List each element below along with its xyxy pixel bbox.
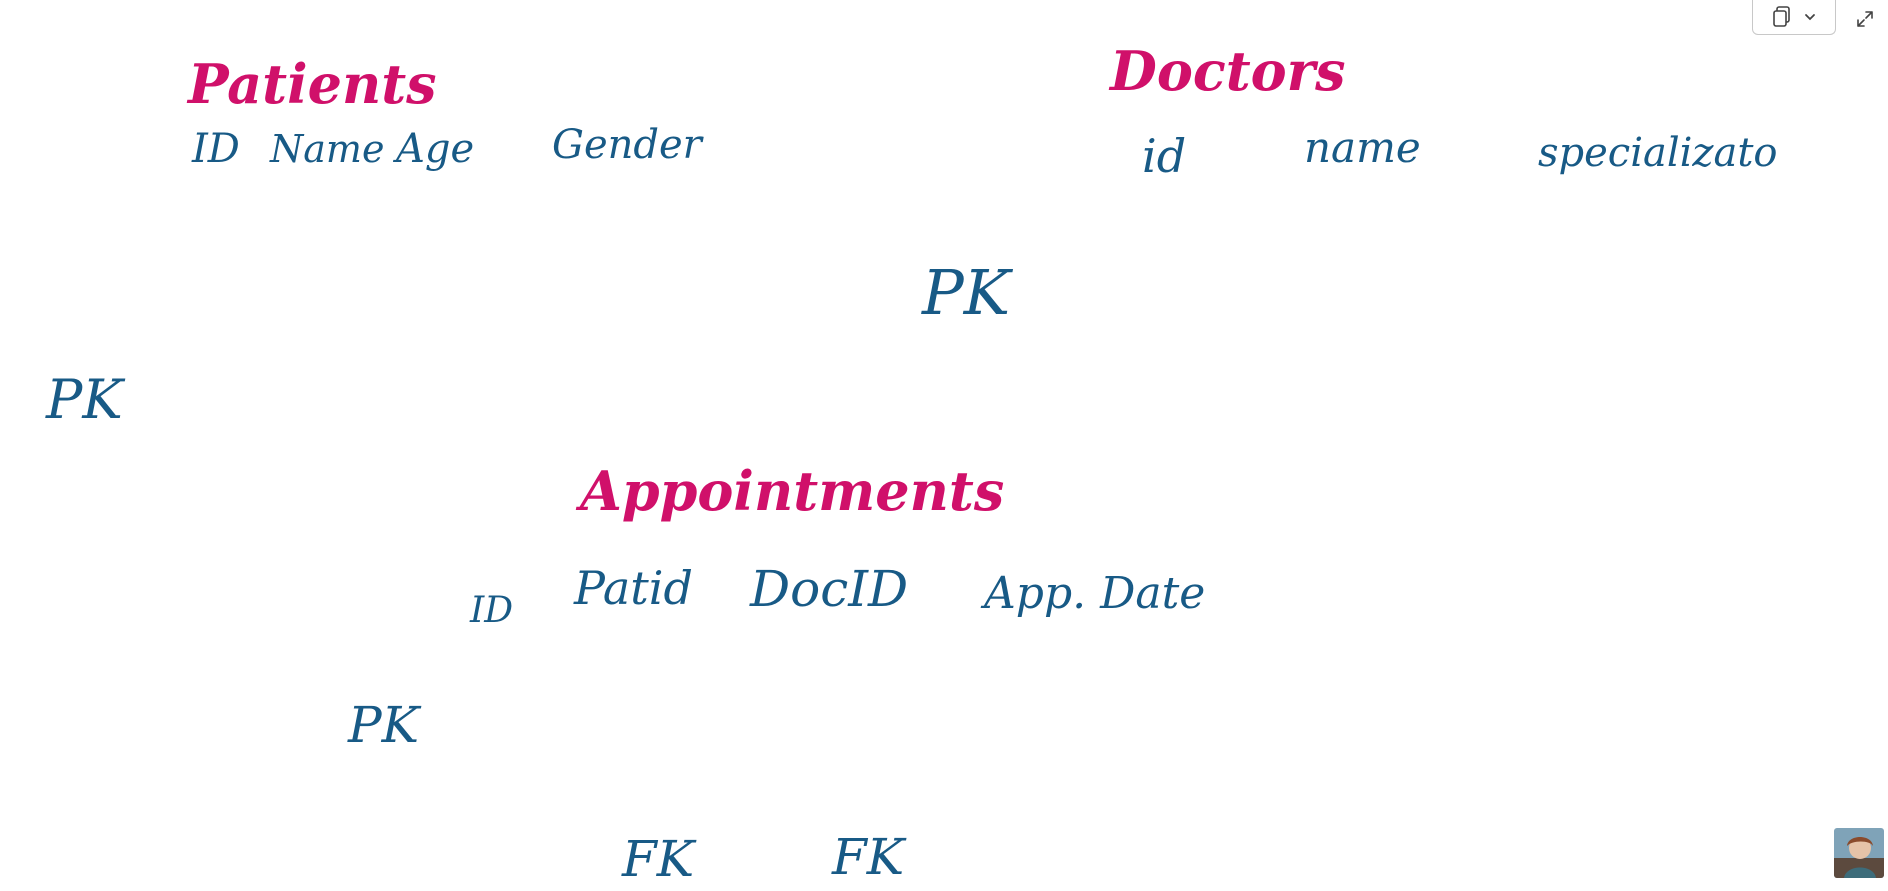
copy-icon[interactable] <box>1772 6 1792 28</box>
docid-fk-label: FK <box>831 828 907 886</box>
appointments-pk-label: PK <box>347 696 422 754</box>
canvas-toolbar <box>1752 0 1836 35</box>
expand-icon[interactable] <box>1850 4 1880 34</box>
patients-col-gender: Gender <box>552 122 705 168</box>
appointments-col-docid: DocID <box>749 560 908 618</box>
doctors-col-divider-1 <box>1263 106 1267 418</box>
doctors-table: Doctors id name specializato PK <box>921 39 1800 426</box>
doctors-col-specialization: specializato <box>1538 130 1778 176</box>
docid-fk-arrow <box>850 742 852 812</box>
chevron-down-icon[interactable] <box>1804 12 1816 22</box>
doctors-pk-arrowhead <box>1102 168 1118 186</box>
doctors-table-title: Doctors <box>1108 39 1346 103</box>
appointments-col-divider-1 <box>720 544 734 796</box>
doctors-header-divider <box>1085 186 1800 193</box>
appointments-col-app-date: App. Date <box>980 568 1205 619</box>
patients-pk-label: PK <box>45 368 125 431</box>
appointments-col-patid: Patid <box>573 561 693 615</box>
appointments-table: Appointments ID Patid DocID App. Date PK… <box>347 459 1205 888</box>
stray-mark <box>76 248 86 250</box>
patients-pk-arrow <box>84 236 184 298</box>
doctors-pk-label: PK <box>921 256 1014 329</box>
appointments-col-id: ID <box>469 590 513 631</box>
patients-col-name: Name <box>269 127 384 171</box>
patients-table: Patients ID Name Age Gender PK <box>45 52 705 431</box>
doctors-pk-arrow <box>1028 176 1116 240</box>
appointments-id-column-box <box>464 546 560 792</box>
patid-fk-arrow <box>622 730 626 822</box>
appointments-col-divider-2 <box>962 544 980 804</box>
doctors-col-id: id <box>1142 129 1186 183</box>
doctors-col-divider-2 <box>1516 106 1520 426</box>
patients-col-id: ID <box>191 126 240 172</box>
patients-col-age: Age <box>392 126 474 172</box>
patients-col-divider-1 <box>263 110 266 424</box>
patid-fk-arrowhead <box>610 806 634 824</box>
appointments-pk-arrow <box>414 690 502 730</box>
user-avatar[interactable] <box>1834 828 1884 878</box>
patients-table-title: Patients <box>186 52 437 116</box>
docid-fk-arrowhead <box>838 800 862 814</box>
appointments-table-title: Appointments <box>575 459 1004 523</box>
patients-col-divider-3 <box>494 110 502 426</box>
patid-fk-label: FK <box>621 830 697 888</box>
patients-pk-arrowhead <box>168 230 186 252</box>
doctors-col-name: name <box>1304 123 1421 172</box>
